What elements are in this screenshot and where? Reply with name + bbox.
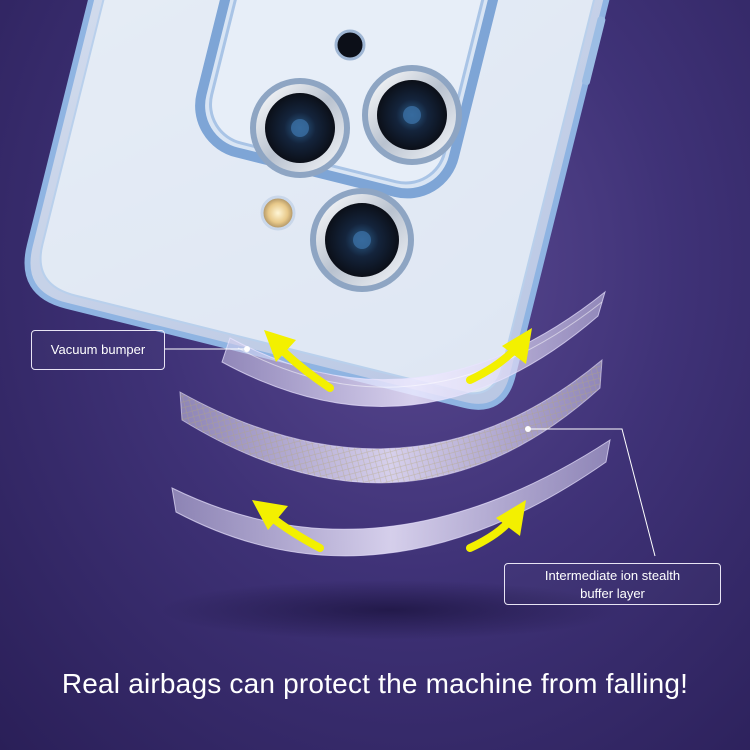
tagline: Real airbags can protect the machine fro… [61,668,689,699]
arrow-top-right [466,328,532,384]
camera-sensor [334,29,366,61]
arrow-bottom-left [252,500,324,552]
leader-line-vacuum-bumper [165,346,250,352]
camera-lens-top-right [362,65,462,165]
arrow-top-left [264,330,334,392]
callout-intermediate-line1: Intermediate ion stealth [544,568,681,583]
callout-intermediate-layer: Intermediate ion stealth buffer layer [504,563,721,605]
leader-line-intermediate-layer [525,426,656,557]
floor-shadow [160,580,620,640]
arrow-bottom-right [466,500,526,552]
callout-vacuum-bumper-label: Vacuum bumper [50,342,146,357]
side-button [581,16,606,85]
camera-flash [260,195,296,231]
camera-lens-top-left [250,78,350,178]
callout-intermediate-line2: buffer layer [580,586,645,601]
camera-lens-bottom [310,188,414,292]
callout-vacuum-bumper: Vacuum bumper [31,330,165,370]
